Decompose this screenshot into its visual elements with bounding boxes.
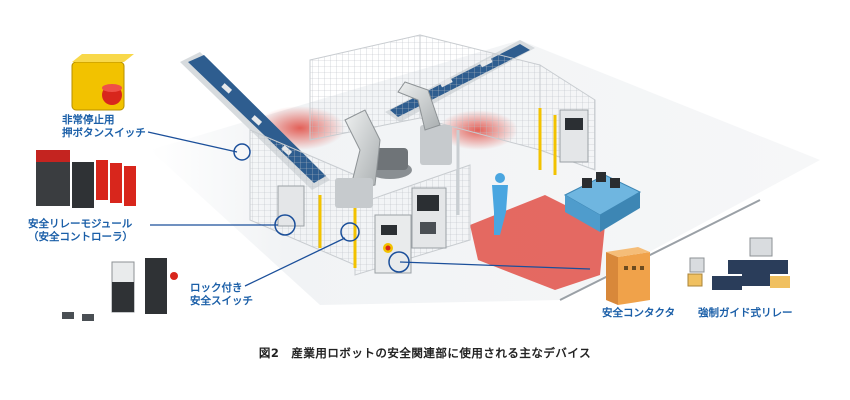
locking-safety-switch-device bbox=[62, 258, 178, 321]
label-safety-contactor: 安全コンタクタ bbox=[602, 307, 676, 319]
robot-right bbox=[397, 81, 452, 165]
emergency-stop-button-device bbox=[71, 54, 134, 111]
callout-lines bbox=[147, 131, 591, 287]
label-safety-relay-line2: （安全コントローラ） bbox=[28, 231, 133, 243]
label-safety-relay: 安全リレーモジュール （安全コントローラ） bbox=[28, 218, 133, 244]
label-locking-switch: ロック付き 安全スイッチ bbox=[190, 282, 253, 308]
safety-contactor-device bbox=[606, 247, 650, 305]
label-emergency-stop-line1: 非常停止用 bbox=[62, 114, 115, 126]
robot-left bbox=[335, 109, 412, 208]
label-force-guided-relay: 強制ガイド式リレー bbox=[698, 307, 793, 319]
force-guided-relay-device bbox=[687, 237, 790, 290]
control-panel-center bbox=[411, 187, 447, 249]
label-locking-switch-line2: 安全スイッチ bbox=[190, 295, 253, 307]
control-panel-right bbox=[559, 109, 589, 163]
control-panel-left bbox=[277, 185, 305, 227]
agv-cart bbox=[563, 172, 642, 232]
label-locking-switch-line1: ロック付き bbox=[190, 282, 243, 294]
control-panel-front bbox=[374, 214, 412, 274]
label-safety-relay-line1: 安全リレーモジュール bbox=[28, 218, 133, 230]
figure-caption: 図2 産業用ロボットの安全関連部に使用される主なデバイス bbox=[258, 346, 592, 360]
operator-figure bbox=[492, 173, 508, 235]
callout-circles bbox=[233, 143, 410, 273]
label-emergency-stop: 非常停止用 押ボタンスイッチ bbox=[62, 114, 146, 140]
safety-relay-module-device bbox=[36, 150, 136, 208]
label-emergency-stop-line2: 押ボタンスイッチ bbox=[62, 127, 146, 139]
